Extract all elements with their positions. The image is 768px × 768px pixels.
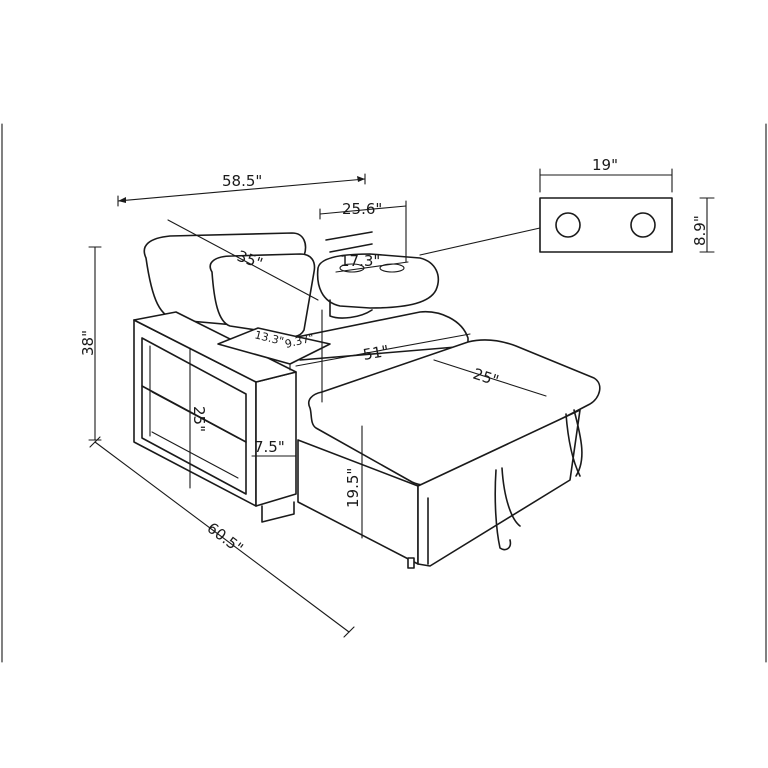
dim-ottoman-width [433, 359, 547, 397]
label-shelf-height: 25" [190, 406, 208, 432]
dim-back-diagonal [167, 219, 319, 301]
label-overall-height: 38" [79, 330, 97, 356]
dim-overall-width [117, 173, 366, 207]
dim-seat-depth [295, 333, 471, 367]
label-seat-height: 19.5" [344, 468, 362, 508]
label-detail-height: 8.9" [691, 215, 709, 246]
dim-overall-height [88, 246, 102, 441]
label-overall-width: 58.5" [222, 172, 262, 190]
left-arm-bookcase [133, 311, 297, 523]
arm-top-tray [217, 327, 331, 365]
dim-tray-inner [335, 261, 409, 273]
label-seat-depth: 51" [362, 342, 391, 364]
label-detail-width: 19" [592, 156, 618, 174]
tray-cupholder [316, 253, 440, 319]
dim-tray-width [319, 205, 407, 215]
ottoman [297, 339, 601, 569]
label-overall-depth: 60.5" [204, 519, 247, 558]
label-tray-width: 25.6" [342, 200, 382, 218]
label-tray-inner: 17.3" [340, 252, 380, 270]
detail-cupholder [419, 168, 715, 256]
label-arm-width: 7.5" [254, 438, 285, 456]
dim-overall-depth [89, 436, 355, 638]
back-cushion-right [209, 253, 316, 338]
